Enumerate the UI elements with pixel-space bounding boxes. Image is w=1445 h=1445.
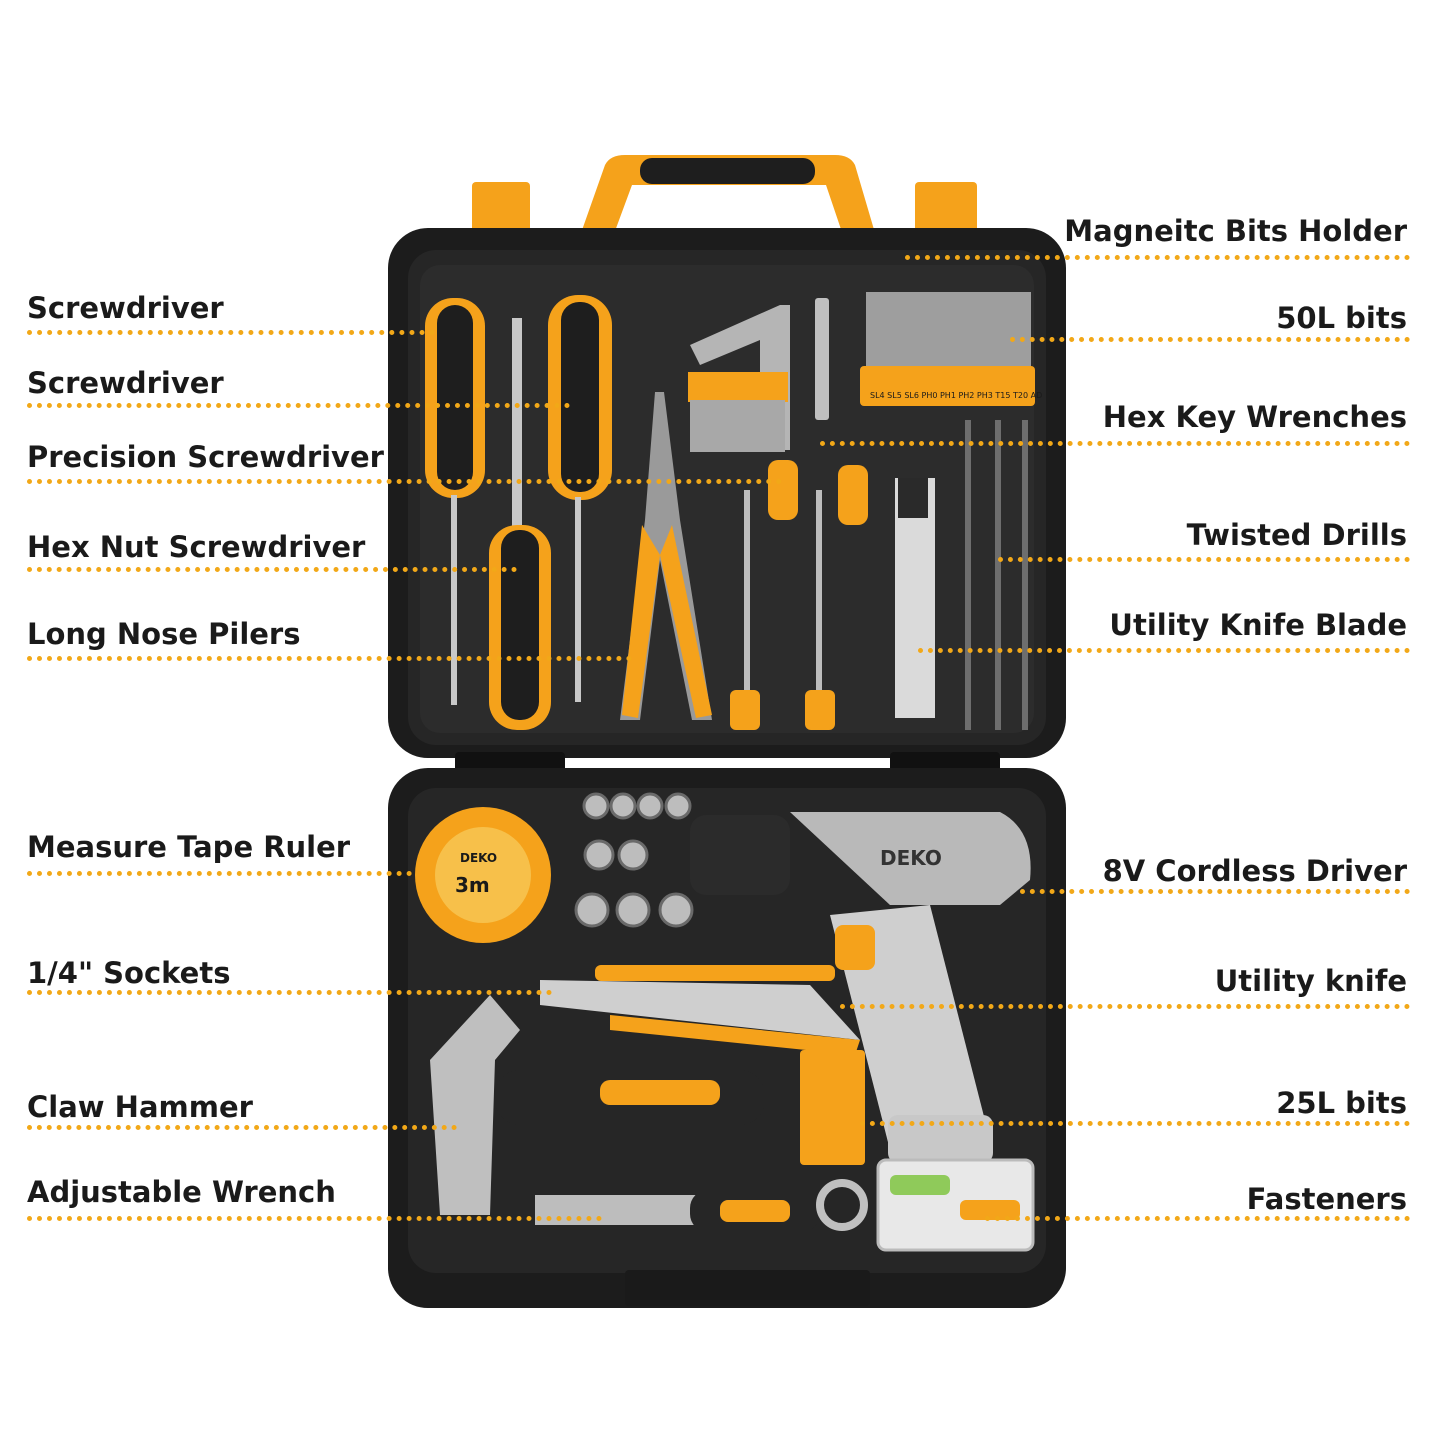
hex-key-wrenches xyxy=(688,305,790,452)
leader-line xyxy=(905,255,1410,260)
svg-text:DEKO: DEKO xyxy=(880,846,942,870)
bits-25l xyxy=(800,1050,865,1165)
callout-adjustable-wrench: Adjustable Wrench xyxy=(27,1175,336,1209)
case-handle xyxy=(472,155,977,250)
measure-tape-ruler: 3m DEKO xyxy=(415,807,551,943)
leader-line xyxy=(1010,337,1410,342)
magnetic-bits-holder xyxy=(815,298,829,420)
claw-hammer xyxy=(430,995,765,1215)
callout-long-nose-pliers: Long Nose Pilers xyxy=(27,617,301,651)
callout-hex-key-wrenches: Hex Key Wrenches xyxy=(1102,400,1407,434)
precision-screwdrivers xyxy=(730,460,868,730)
callout-screwdriver-1: Screwdriver xyxy=(27,291,224,325)
callout-screwdriver-2: Screwdriver xyxy=(27,366,224,400)
callout-claw-hammer: Claw Hammer xyxy=(27,1090,253,1124)
utility-knife xyxy=(540,965,860,1055)
leader-line xyxy=(27,1216,602,1221)
twisted-drills xyxy=(965,420,1028,730)
adjustable-wrench xyxy=(535,1179,868,1232)
sockets-quarter-inch xyxy=(574,792,694,928)
leader-line xyxy=(1020,889,1410,894)
cordless-driver: DEKO xyxy=(690,812,1031,1163)
leader-line xyxy=(27,403,570,408)
long-nose-pliers xyxy=(620,392,712,720)
screwdriver-large xyxy=(425,298,485,705)
leader-line xyxy=(985,1216,1410,1221)
callout-utility-knife: Utility knife xyxy=(1214,964,1407,998)
leader-line xyxy=(998,557,1410,562)
screwdriver-large xyxy=(548,295,612,702)
leader-line xyxy=(820,441,1410,446)
fasteners-box xyxy=(876,1158,1035,1252)
callout-hex-nut-screwdriver: Hex Nut Screwdriver xyxy=(27,530,366,564)
callout-twisted-drills: Twisted Drills xyxy=(1186,518,1407,552)
callout-fasteners: Fasteners xyxy=(1246,1182,1407,1216)
callout-magnetic-bits-holder: Magneitc Bits Holder xyxy=(1064,214,1407,248)
callout-cordless-driver: 8V Cordless Driver xyxy=(1102,854,1407,888)
bits-50l-strip: SL4 SL5 SL6 PH0 PH1 PH2 PH3 T15 T20 AD xyxy=(860,292,1042,406)
callout-sockets: 1/4" Sockets xyxy=(27,956,231,990)
svg-text:3m: 3m xyxy=(455,873,490,897)
leader-line xyxy=(27,567,517,572)
leader-line xyxy=(840,1004,1410,1009)
leader-line xyxy=(918,648,1410,653)
callout-utility-knife-blade: Utility Knife Blade xyxy=(1109,608,1407,642)
leader-line xyxy=(27,656,632,661)
svg-text:DEKO: DEKO xyxy=(460,851,497,865)
leader-line xyxy=(27,330,435,335)
svg-text:SL4 SL5 SL6 PH0 PH1 PH2 PH3 T1: SL4 SL5 SL6 PH0 PH1 PH2 PH3 T15 T20 AD xyxy=(870,391,1042,400)
callout-25l-bits: 25L bits xyxy=(1276,1086,1407,1120)
leader-line xyxy=(860,1121,1410,1126)
utility-knife-blades xyxy=(895,478,935,718)
leader-line xyxy=(27,990,552,995)
leader-line xyxy=(27,871,412,876)
callout-precision-screwdriver: Precision Screwdriver xyxy=(27,440,384,474)
callout-measure-tape-ruler: Measure Tape Ruler xyxy=(27,830,351,864)
hex-nut-screwdriver xyxy=(489,318,551,730)
callout-50l-bits: 50L bits xyxy=(1276,301,1407,335)
leader-line xyxy=(27,479,782,484)
leader-line xyxy=(27,1125,457,1130)
